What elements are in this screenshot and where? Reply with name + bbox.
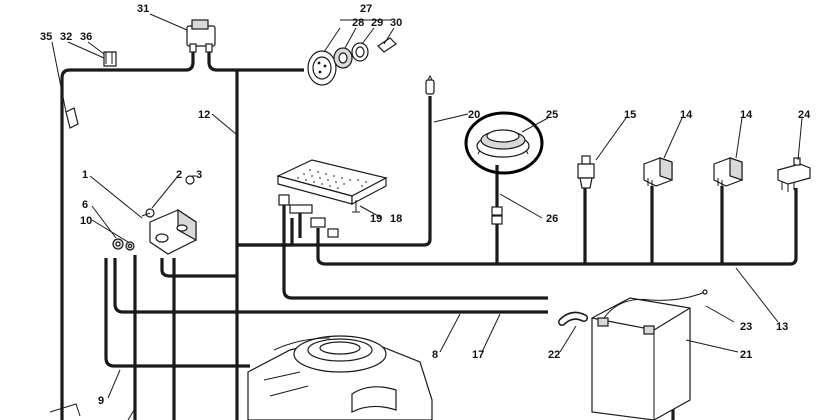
callout-35: 35 bbox=[40, 31, 52, 43]
sensor-15 bbox=[577, 155, 595, 189]
engine bbox=[49, 335, 433, 420]
callout-24: 24 bbox=[798, 109, 811, 121]
hose-22 bbox=[558, 311, 588, 326]
highlight-circle bbox=[464, 111, 544, 175]
callout-25: 25 bbox=[546, 109, 558, 121]
module-18 bbox=[276, 159, 388, 238]
callout-14b: 14 bbox=[740, 109, 753, 121]
callout-32: 32 bbox=[60, 31, 72, 43]
switch-14a bbox=[643, 157, 673, 188]
switch-14b bbox=[713, 157, 743, 188]
callout-10: 10 bbox=[80, 215, 92, 227]
wire-left-vertical bbox=[60, 50, 195, 420]
callout-20: 20 bbox=[468, 109, 480, 121]
callout-1: 1 bbox=[82, 169, 88, 181]
connector-20 bbox=[425, 74, 435, 95]
wire-switch-right bbox=[207, 50, 304, 72]
callout-28: 28 bbox=[352, 17, 364, 29]
callout-9: 9 bbox=[98, 395, 104, 407]
callout-23: 23 bbox=[740, 321, 752, 333]
callout-14a: 14 bbox=[680, 109, 693, 121]
callout-13: 13 bbox=[776, 321, 788, 333]
wire-8-17 bbox=[113, 258, 548, 314]
callout-21: 21 bbox=[740, 349, 752, 361]
wire-solenoid-to-12 bbox=[160, 258, 237, 278]
callout-19: 19 bbox=[370, 213, 382, 225]
callout-15: 15 bbox=[624, 109, 636, 121]
switch-31 bbox=[186, 19, 216, 53]
callout-6: 6 bbox=[82, 199, 88, 211]
callout-22: 22 bbox=[548, 349, 560, 361]
callout-30: 30 bbox=[390, 17, 402, 29]
tie-32 bbox=[65, 107, 79, 129]
callout-26: 26 bbox=[546, 213, 558, 225]
callout-29: 29 bbox=[371, 17, 383, 29]
battery-21 bbox=[591, 289, 708, 420]
wire-9 bbox=[104, 258, 250, 368]
wire-module-a bbox=[282, 205, 548, 300]
wire-13-main bbox=[316, 188, 798, 266]
sensor-25 bbox=[476, 129, 530, 158]
callout-31: 31 bbox=[137, 3, 149, 15]
wire-harness bbox=[60, 50, 798, 420]
callout-17: 17 bbox=[472, 349, 484, 361]
callout-2: 2 bbox=[176, 169, 182, 181]
connector-26 bbox=[491, 206, 503, 225]
ignition-27 bbox=[307, 19, 397, 86]
callout-27: 27 bbox=[360, 3, 372, 15]
callout-12: 12 bbox=[198, 109, 210, 121]
solenoid-1 bbox=[112, 175, 197, 255]
switch-24 bbox=[777, 157, 811, 192]
callout-8: 8 bbox=[432, 349, 438, 361]
callout-3: 3 bbox=[196, 169, 202, 181]
callout-18: 18 bbox=[390, 213, 402, 225]
wire-20 bbox=[237, 96, 432, 247]
callout-36: 36 bbox=[80, 31, 92, 43]
callout-labels: 31 35 32 36 27 28 29 30 12 1 2 3 6 10 20… bbox=[40, 3, 811, 407]
leader-lines bbox=[51, 13, 803, 420]
clip-36 bbox=[103, 51, 117, 67]
